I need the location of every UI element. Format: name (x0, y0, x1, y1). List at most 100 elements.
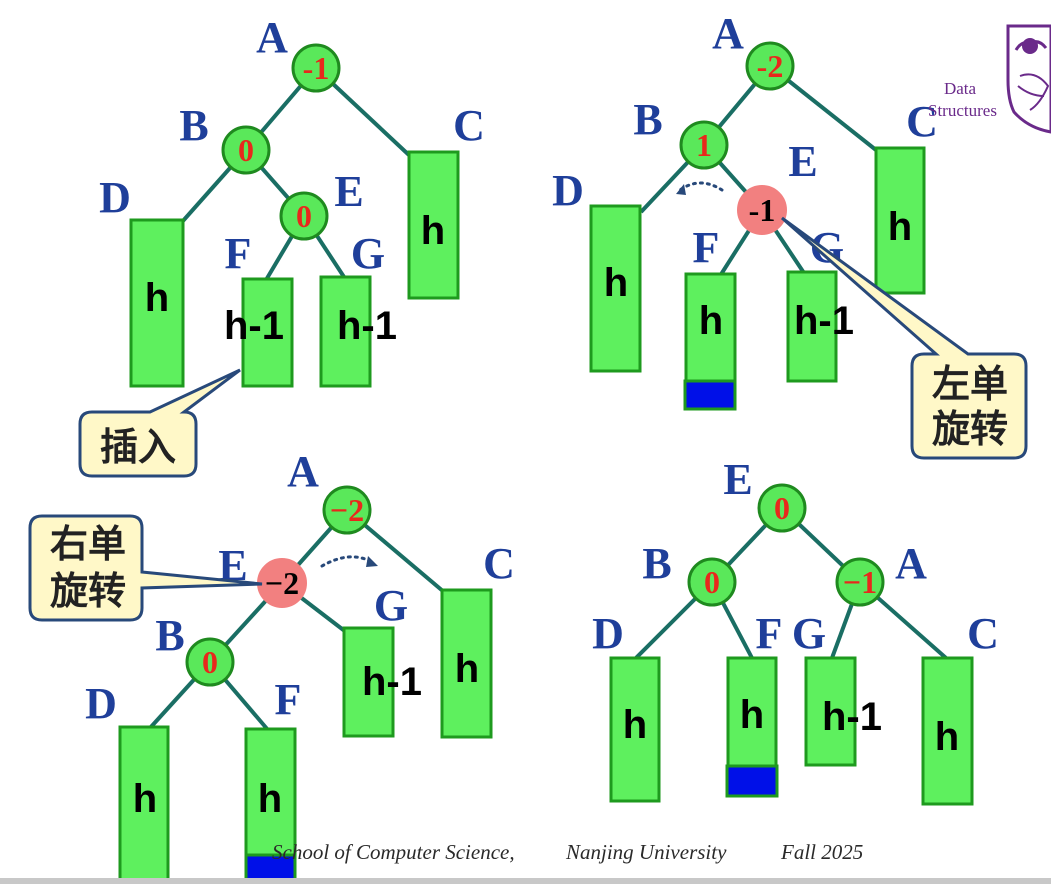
bf-E: −2 (265, 565, 299, 601)
node-E (279, 191, 329, 241)
label-C: C (483, 539, 515, 588)
node-B (185, 637, 235, 687)
height-C: h (421, 209, 445, 253)
bf-A: −2 (330, 492, 364, 528)
label-G: G (374, 581, 408, 630)
node-A (291, 43, 341, 93)
label-E: E (334, 167, 363, 216)
subtree-G (342, 626, 395, 738)
callout-insert (78, 368, 241, 478)
height-D: h (604, 261, 628, 305)
rotation-arrow-head (676, 184, 686, 195)
footer-school: School of Computer Science, (272, 840, 515, 864)
node-B (687, 557, 737, 607)
subtree-G (786, 270, 838, 383)
subtree-G (804, 656, 857, 767)
node-A (322, 485, 372, 535)
label-B: B (179, 101, 208, 150)
bf-A: −1 (843, 564, 877, 600)
label-F: F (693, 223, 720, 272)
footer-term: Fall 2025 (781, 840, 864, 864)
bf-E: 0 (296, 198, 312, 234)
label-G: G (792, 609, 826, 658)
inserted-block (683, 379, 737, 411)
subtree-F (684, 272, 737, 384)
label-D: D (99, 173, 131, 222)
rotation-arrow (678, 181, 724, 192)
label-D: D (85, 679, 117, 728)
subtree-D (118, 725, 170, 884)
logo-caption: Data Structures (928, 78, 997, 122)
height-F: h-1 (224, 304, 284, 348)
label-C: C (967, 609, 999, 658)
label-B: B (642, 539, 671, 588)
label-A: A (895, 539, 927, 588)
height-D: h (145, 276, 169, 320)
label-C: C (906, 97, 938, 146)
inserted-block (725, 764, 779, 798)
bf-A: -1 (303, 50, 330, 86)
height-C: h (455, 647, 479, 691)
height-C: h (935, 715, 959, 759)
callout-right-rotation-line2: 旋转 (50, 569, 126, 613)
subtree-D (589, 204, 642, 373)
subtree-F (241, 277, 294, 388)
bf-A: -2 (757, 48, 784, 84)
bf-B: 0 (704, 564, 720, 600)
diagram-insert: h h-1 h-1 h -1 0 0 A B C D E F G 插入 (78, 13, 485, 478)
height-C: h (888, 205, 912, 249)
subtree-C (874, 146, 926, 295)
callout-left-rotation-line2: 旋转 (932, 407, 1008, 451)
bf-B: 1 (696, 127, 712, 163)
callout-right-rotation (28, 514, 263, 622)
logo-line2: Structures (928, 101, 997, 120)
callout-insert-text: 插入 (100, 425, 176, 469)
label-G: G (351, 229, 385, 278)
label-B: B (155, 611, 184, 660)
rotation-arrow (320, 555, 374, 568)
label-A: A (256, 13, 288, 62)
node-A (835, 557, 885, 607)
label-F: F (756, 609, 783, 658)
diagram-left-rotation: h h h-1 h -2 1 -1 A B C D E F G 左单 旋转 (552, 9, 1028, 460)
bottom-bar (0, 878, 1051, 884)
label-C: C (453, 101, 485, 150)
height-F: h (740, 693, 764, 737)
callout-right-rotation-line1: 右单 (50, 522, 126, 566)
height-G: h-1 (337, 304, 397, 348)
subtree-C (407, 150, 460, 300)
height-D: h (623, 703, 647, 747)
label-E: E (723, 455, 752, 504)
height-F: h (699, 299, 723, 343)
callout-left-rotation-line1: 左单 (932, 362, 1008, 406)
bf-B: 0 (202, 644, 218, 680)
label-F: F (275, 675, 302, 724)
node-B (679, 120, 729, 170)
height-G: h-1 (822, 695, 882, 739)
node-E (737, 185, 787, 235)
node-E (757, 483, 807, 533)
subtree-C (440, 588, 493, 739)
rotation-arrow-head (366, 556, 378, 567)
bf-E: -1 (749, 192, 776, 228)
bf-E: 0 (774, 490, 790, 526)
node-B (221, 125, 271, 175)
subtree-D (609, 656, 661, 803)
university-logo (1006, 24, 1051, 134)
diagram-result: h h h-1 h 0 0 −1 E B A D F G C (592, 455, 999, 806)
label-F: F (225, 229, 252, 278)
label-D: D (552, 166, 584, 215)
subtree-D (129, 218, 185, 388)
logo-line1: Data (943, 79, 977, 98)
diagram-right-rotation: h h h-1 h −2 −2 0 A E C G B D F 右单 旋转 (28, 447, 515, 884)
height-F: h (258, 777, 282, 821)
callout-left-rotation (781, 216, 1028, 460)
node-A (745, 41, 795, 91)
label-B: B (633, 95, 662, 144)
height-G: h-1 (794, 299, 854, 343)
label-D: D (592, 609, 624, 658)
label-A: A (712, 9, 744, 58)
subtree-G (319, 275, 372, 388)
height-G: h-1 (362, 660, 422, 704)
